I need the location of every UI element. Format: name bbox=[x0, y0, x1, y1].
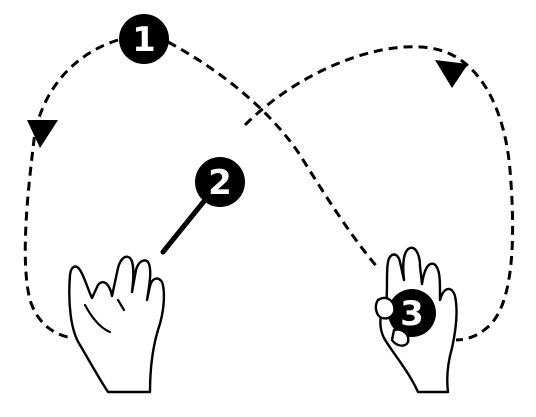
right-arrowhead-icon bbox=[435, 60, 468, 88]
step-marker-2-label: 2 bbox=[208, 163, 232, 203]
right-hand-fingers bbox=[374, 296, 410, 347]
step-marker-1: 1 bbox=[119, 14, 169, 64]
step-marker-3: 3 bbox=[388, 289, 436, 337]
right-throw-path bbox=[243, 45, 515, 342]
marker-2-pointer bbox=[160, 197, 208, 255]
step-marker-2: 2 bbox=[195, 157, 245, 207]
left-throw-path bbox=[23, 38, 119, 340]
step-marker-1-label: 1 bbox=[132, 20, 156, 60]
step-marker-3-label: 3 bbox=[400, 294, 424, 334]
left-hand bbox=[68, 255, 166, 394]
left-arrowhead-icon bbox=[27, 120, 58, 148]
diagonal-path bbox=[167, 40, 380, 269]
